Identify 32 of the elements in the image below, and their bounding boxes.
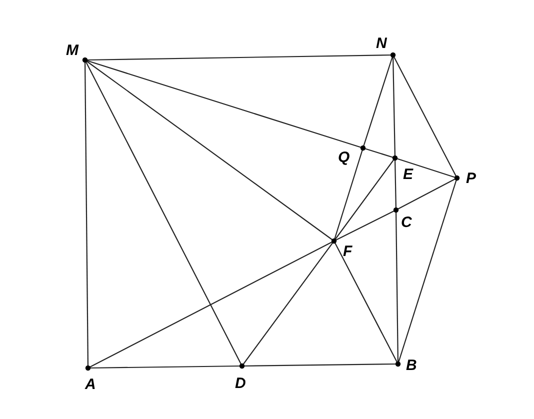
point-label: C [401,215,412,230]
point-label: A [85,377,96,392]
line-segment [397,178,458,364]
line-segment [242,240,334,366]
line-segment [88,240,334,368]
line-segment [394,157,458,179]
line-segment [333,148,364,242]
line-segment [392,54,458,178]
line-segment [362,54,394,148]
line-segment [362,147,396,159]
line-segment [84,60,334,242]
line-segment [334,210,396,242]
point-label: P [466,171,476,186]
line-segment [394,158,397,210]
line-segment [88,365,242,369]
line-segment [395,210,399,364]
line-segment [396,178,458,210]
point-label: Q [338,150,350,165]
point-label: B [406,358,417,373]
line-segment [84,60,89,368]
line-segment [392,54,396,158]
line-segment [242,363,398,367]
line-segment [85,54,393,61]
point-label: F [343,244,352,259]
point-label: E [403,167,414,182]
point-label: D [235,376,246,391]
line-segment [84,59,364,149]
point-label: N [376,36,387,51]
line-segment [334,240,398,364]
line-segment [84,60,242,366]
line-segment [334,158,396,242]
point-label: M [66,43,78,58]
